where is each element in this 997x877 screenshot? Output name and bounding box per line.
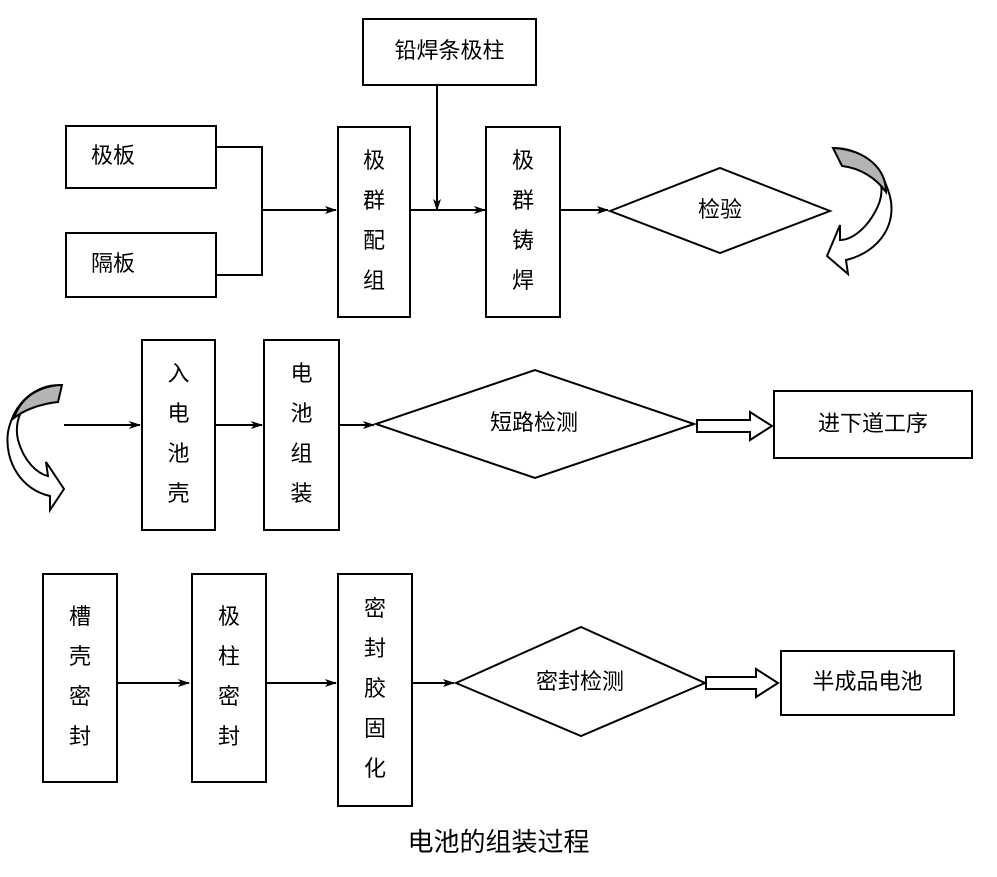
figure-caption: 电池的组装过程 xyxy=(407,828,590,858)
pole-seal-char: 封 xyxy=(217,725,240,750)
inspect-label: 检验 xyxy=(698,198,743,223)
pole-seal-char: 密 xyxy=(217,685,240,710)
pole-seal-box: 极 柱 密 封 xyxy=(191,573,267,783)
battery-assembly-char: 组 xyxy=(290,442,313,467)
glue-cure-char: 化 xyxy=(363,757,386,782)
into-case-box: 入 电 池 壳 xyxy=(141,339,216,531)
slot-seal-char: 封 xyxy=(68,725,91,750)
into-case-char: 电 xyxy=(167,402,190,427)
inspect-diamond xyxy=(607,166,833,255)
lead-weld-pole-box: 铅焊条极柱 xyxy=(362,18,537,86)
plate-box: 极板 xyxy=(65,125,217,189)
glue-cure-box: 密 封 胶 固 化 xyxy=(337,573,413,807)
glue-cure-char: 密 xyxy=(363,597,386,622)
group-weld-char: 极 xyxy=(511,149,534,174)
glue-cure-char: 固 xyxy=(363,717,386,742)
glue-cure-char: 封 xyxy=(363,637,386,662)
next-step-box: 进下道工序 xyxy=(773,390,973,459)
short-test-label: 短路检测 xyxy=(490,411,579,436)
pole-seal-char: 柱 xyxy=(217,645,240,670)
group-match-char: 组 xyxy=(362,269,385,294)
glue-cure-char: 胶 xyxy=(363,677,386,702)
slot-seal-char: 槽 xyxy=(68,605,91,630)
battery-assembly-char: 电 xyxy=(290,362,313,387)
curved-arrow-icon xyxy=(6,383,66,514)
group-match-char: 群 xyxy=(362,189,385,214)
slot-seal-box: 槽 壳 密 封 xyxy=(42,573,118,783)
plate-bracket-line xyxy=(217,146,263,276)
hollow-arrow-to-semi-finished xyxy=(705,667,780,699)
hollow-arrow-to-next-step xyxy=(696,410,774,442)
semi-finished-box: 半成品电池 xyxy=(780,650,955,716)
group-weld-char: 铸 xyxy=(511,229,534,254)
battery-assembly-char: 池 xyxy=(290,402,313,427)
into-case-char: 池 xyxy=(167,442,190,467)
next-step-label: 进下道工序 xyxy=(817,411,928,437)
group-weld-box: 极 群 铸 焊 xyxy=(485,126,561,318)
group-weld-char: 群 xyxy=(511,189,534,214)
group-match-box: 极 群 配 组 xyxy=(337,126,411,318)
semi-finished-label: 半成品电池 xyxy=(812,670,923,695)
battery-assembly-char: 装 xyxy=(290,482,313,507)
into-case-char: 入 xyxy=(167,362,190,387)
pole-seal-char: 极 xyxy=(217,605,240,630)
lead-weld-pole-label: 铅焊条极柱 xyxy=(394,39,505,64)
into-case-char: 壳 xyxy=(167,482,190,507)
short-test-diamond xyxy=(372,368,698,480)
group-match-char: 配 xyxy=(362,229,385,254)
separator-label: 隔板 xyxy=(91,252,136,277)
battery-assembly-box: 电 池 组 装 xyxy=(263,339,340,531)
slot-seal-char: 壳 xyxy=(68,645,91,670)
group-weld-char: 焊 xyxy=(511,269,534,294)
plate-label: 极板 xyxy=(91,144,136,169)
separator-box: 隔板 xyxy=(65,232,217,298)
group-match-char: 极 xyxy=(362,149,385,174)
curved-arrow-icon xyxy=(825,146,893,277)
seal-test-label: 密封检测 xyxy=(536,670,625,695)
slot-seal-char: 密 xyxy=(68,685,91,710)
